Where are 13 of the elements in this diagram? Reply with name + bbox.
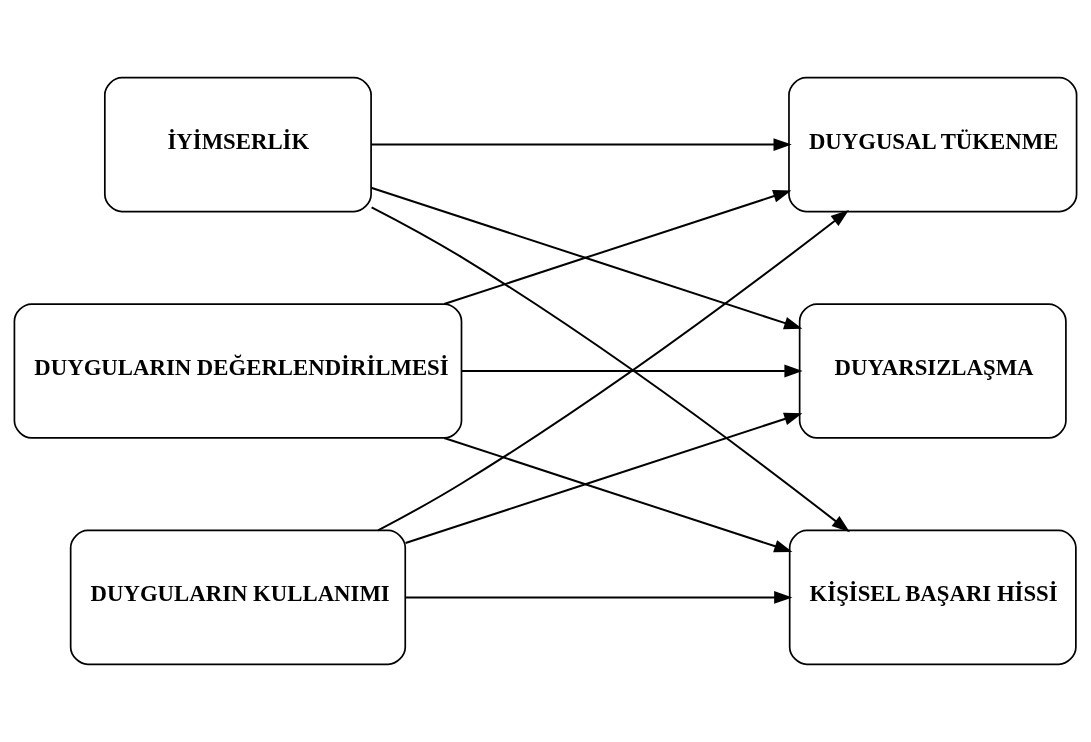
node-box: DUYGULARIN DEĞERLENDİRİLMESİ: [13, 303, 463, 439]
arrow: [460, 364, 803, 378]
arrow: [443, 190, 792, 305]
arrow: [443, 437, 793, 553]
arrow: [404, 412, 803, 544]
node-box: DUYGULARIN KULLANIMI: [69, 529, 407, 666]
node-box: DUYGUSAL TÜKENME: [788, 76, 1078, 213]
arrow: [370, 138, 792, 151]
node-box: DUYARSIZLAŞMA: [798, 303, 1067, 439]
node-box: KİŞİSEL BAŞARI HİSSİ: [788, 529, 1077, 666]
arrow: [370, 186, 803, 330]
arrow: [404, 591, 793, 604]
node-box: İYİMSERLİK: [103, 76, 372, 213]
